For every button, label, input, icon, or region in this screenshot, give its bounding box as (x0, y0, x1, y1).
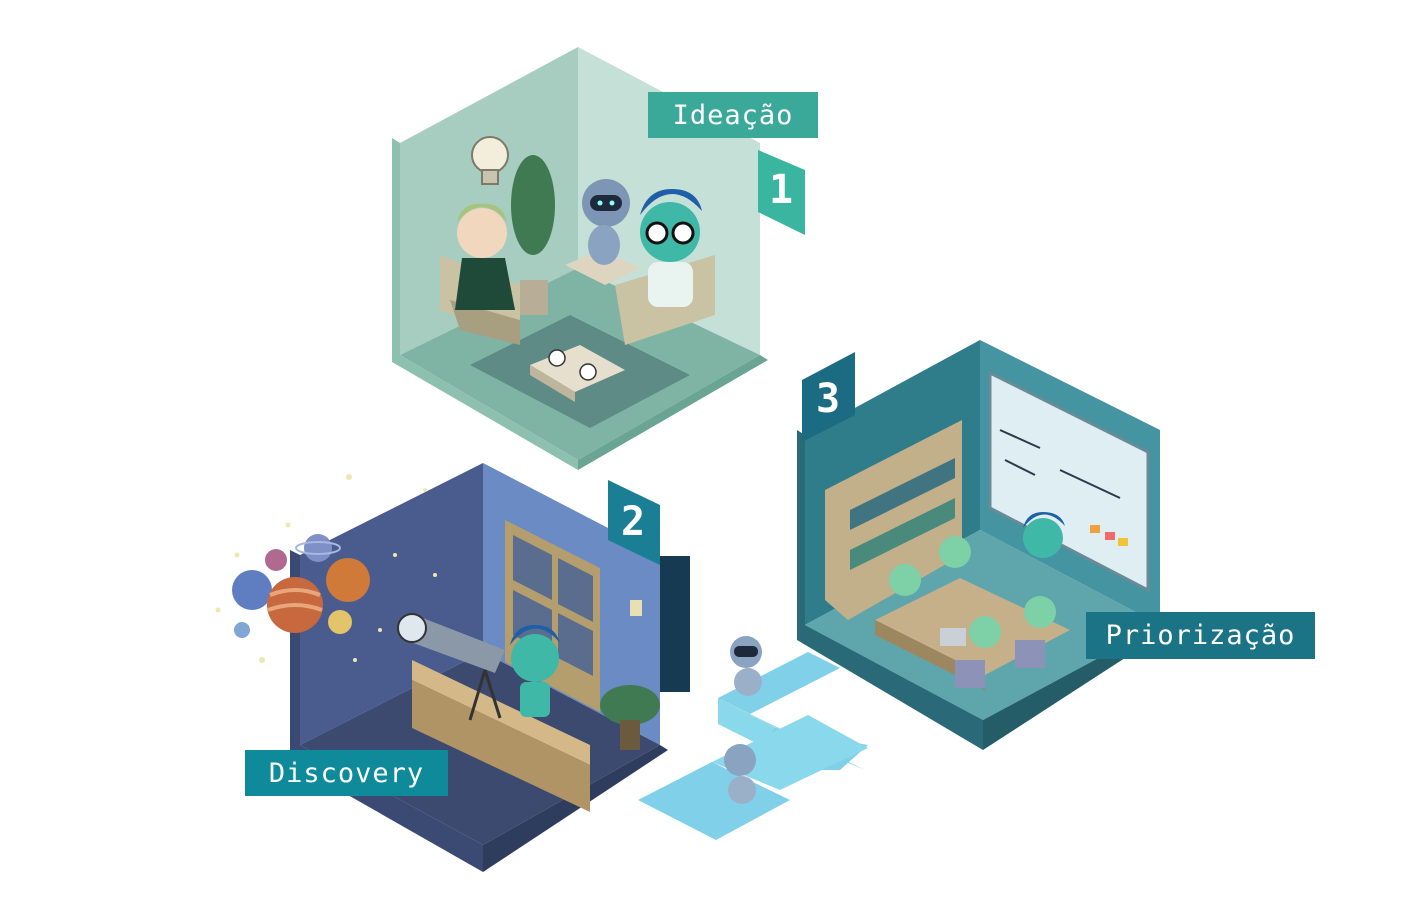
stage-number-2: 2 (620, 499, 646, 545)
bookshelf (825, 420, 962, 620)
team-members (889, 512, 1065, 648)
coffee-table (530, 345, 625, 402)
stage-label-ideacao: Ideação (648, 92, 818, 138)
potted-plant-icon (600, 685, 660, 750)
room-priorizacao (797, 340, 1168, 750)
tab-2-badge (608, 480, 660, 565)
character-glasses-blue (640, 189, 702, 307)
character-man-suit (455, 203, 515, 310)
robot-walker-2 (724, 744, 756, 804)
character-glasses-observer (510, 625, 560, 717)
stage-label-priorizacao: Priorização (1086, 612, 1315, 659)
stage-number-3: 3 (815, 376, 841, 422)
tab-3-badge (802, 352, 855, 442)
stage-number-1: 1 (768, 167, 794, 213)
stars (215, 474, 437, 663)
lightbulb-icon (471, 136, 509, 185)
side-panel (660, 556, 690, 692)
room-ideacao (392, 47, 768, 470)
whiteboard (988, 370, 1150, 593)
balcony-railing (412, 660, 590, 812)
planets-cluster (232, 534, 370, 638)
potted-plant-icon (511, 155, 555, 315)
robot-character (582, 179, 630, 265)
robot-walker-1 (730, 636, 762, 696)
tab-1-badge (758, 150, 805, 235)
room-discovery (290, 463, 668, 872)
chairs (955, 640, 1045, 688)
wall-switch (630, 600, 642, 616)
telescope-icon (397, 613, 505, 721)
stage-label-discovery: Discovery (245, 750, 448, 796)
